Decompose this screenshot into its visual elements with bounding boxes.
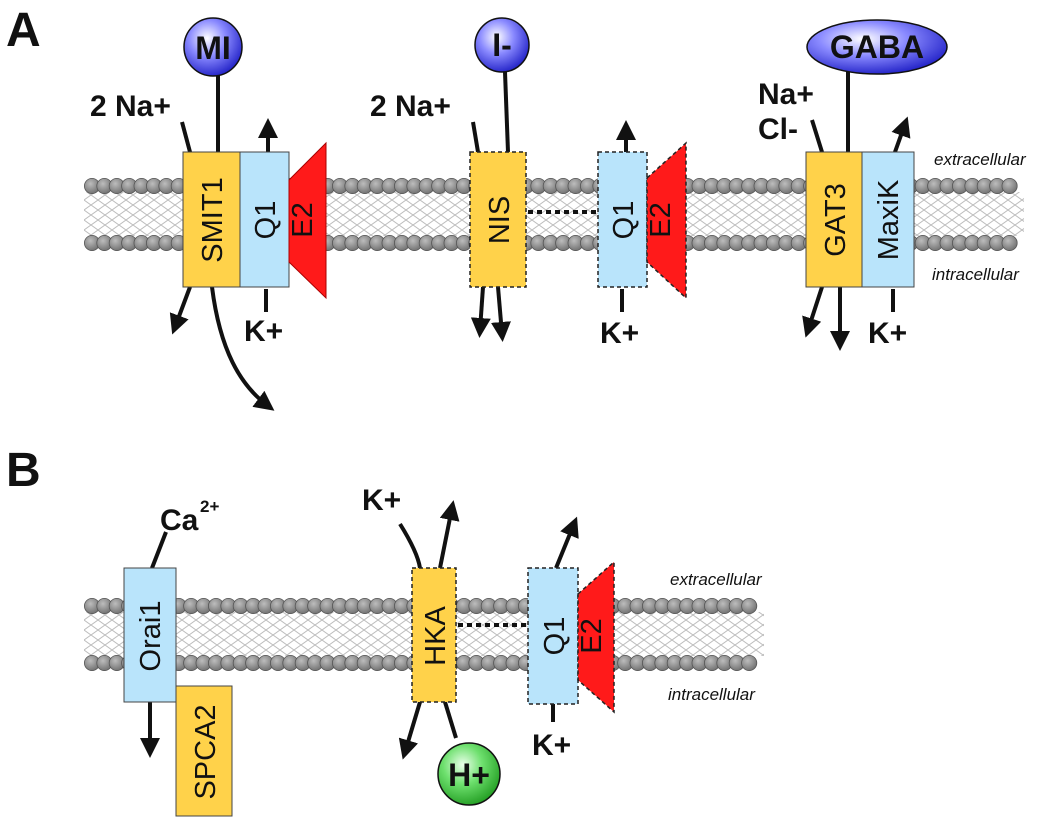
orai1-complex: Ca 2+ Orai1 SPCA2 — [123, 497, 233, 817]
nis-transporter — [469, 151, 527, 288]
ca-ion-label: Ca — [160, 504, 199, 537]
gaba-label: GABA — [830, 29, 924, 65]
k-ion-label-a2: K+ — [600, 317, 639, 350]
intracellular-label-a: intracellular — [932, 265, 1020, 284]
cl-ion-label-gat3: Cl- — [758, 113, 798, 146]
orai1-channel — [123, 567, 177, 703]
e2-subunit-a2 — [646, 141, 687, 300]
extracellular-label-b: extracellular — [670, 570, 763, 589]
smit1-transporter — [182, 151, 241, 288]
lipid-head — [741, 598, 758, 615]
hka-pump — [411, 567, 457, 703]
hka-label: HKA — [420, 606, 452, 666]
e2-subunit-b — [577, 560, 615, 714]
maxik-channel — [861, 151, 915, 288]
spca2-pump — [175, 685, 233, 817]
na-ion-label-gat3: Na+ — [758, 78, 814, 111]
q1-label-a2: Q1 — [608, 201, 640, 240]
e2-subunit-a1 — [288, 141, 327, 300]
orai1-label: Orai1 — [135, 601, 167, 672]
q1-channel-b — [527, 567, 579, 705]
lipid-head — [741, 655, 758, 672]
lipid-head — [1001, 177, 1018, 194]
intracellular-label-b: intracellular — [668, 685, 756, 704]
na-ion-label-smit1: 2 Na+ — [90, 90, 171, 123]
gat3-complex: GABA Na+ Cl- GAT3 MaxiK K+ — [758, 19, 948, 351]
h-ion-label: H+ — [448, 757, 490, 793]
k-ion-label-q1b: K+ — [532, 729, 571, 762]
mi-label: MI — [195, 30, 231, 66]
gat3-label: GAT3 — [820, 183, 852, 257]
q1-label-a1: Q1 — [250, 201, 282, 240]
e2-label-b: E2 — [576, 618, 608, 653]
iodide-substrate-ball — [474, 17, 530, 73]
e2-label-a2: E2 — [645, 202, 677, 237]
iodide-label: I- — [492, 27, 512, 63]
nis-complex: I- 2 Na+ NIS Q1 E2 K+ — [370, 17, 687, 350]
k-ion-label-a3: K+ — [868, 317, 907, 350]
k-ion-label-a1: K+ — [244, 315, 283, 348]
panel-label-a: A — [6, 4, 41, 57]
gaba-substrate-ball — [806, 19, 948, 75]
maxik-label: MaxiK — [873, 179, 905, 260]
spca2-label: SPCA2 — [190, 704, 222, 799]
q1-channel-a2 — [597, 151, 648, 288]
k-ion-label-hka: K+ — [362, 484, 401, 517]
smit1-label: SMIT1 — [197, 177, 229, 262]
extracellular-label-a: extracellular — [934, 150, 1027, 169]
ca-charge-superscript: 2+ — [200, 497, 219, 516]
panel-label-b: B — [6, 444, 41, 497]
lipid-head — [1001, 234, 1018, 251]
gat3-transporter — [805, 151, 863, 288]
hka-complex: K+ HKA Q1 E2 H+ K+ — [362, 484, 615, 806]
smit1-complex: MI 2 Na+ SMIT1 Q1 E2 K+ — [90, 17, 327, 411]
proton-ball — [437, 742, 501, 806]
nis-label: NIS — [484, 196, 516, 244]
q1-channel-a1 — [239, 151, 290, 288]
q1-label-b: Q1 — [539, 617, 571, 656]
e2-label-a1: E2 — [287, 202, 319, 237]
mi-substrate-ball — [183, 17, 243, 77]
na-ion-label-nis: 2 Na+ — [370, 90, 451, 123]
